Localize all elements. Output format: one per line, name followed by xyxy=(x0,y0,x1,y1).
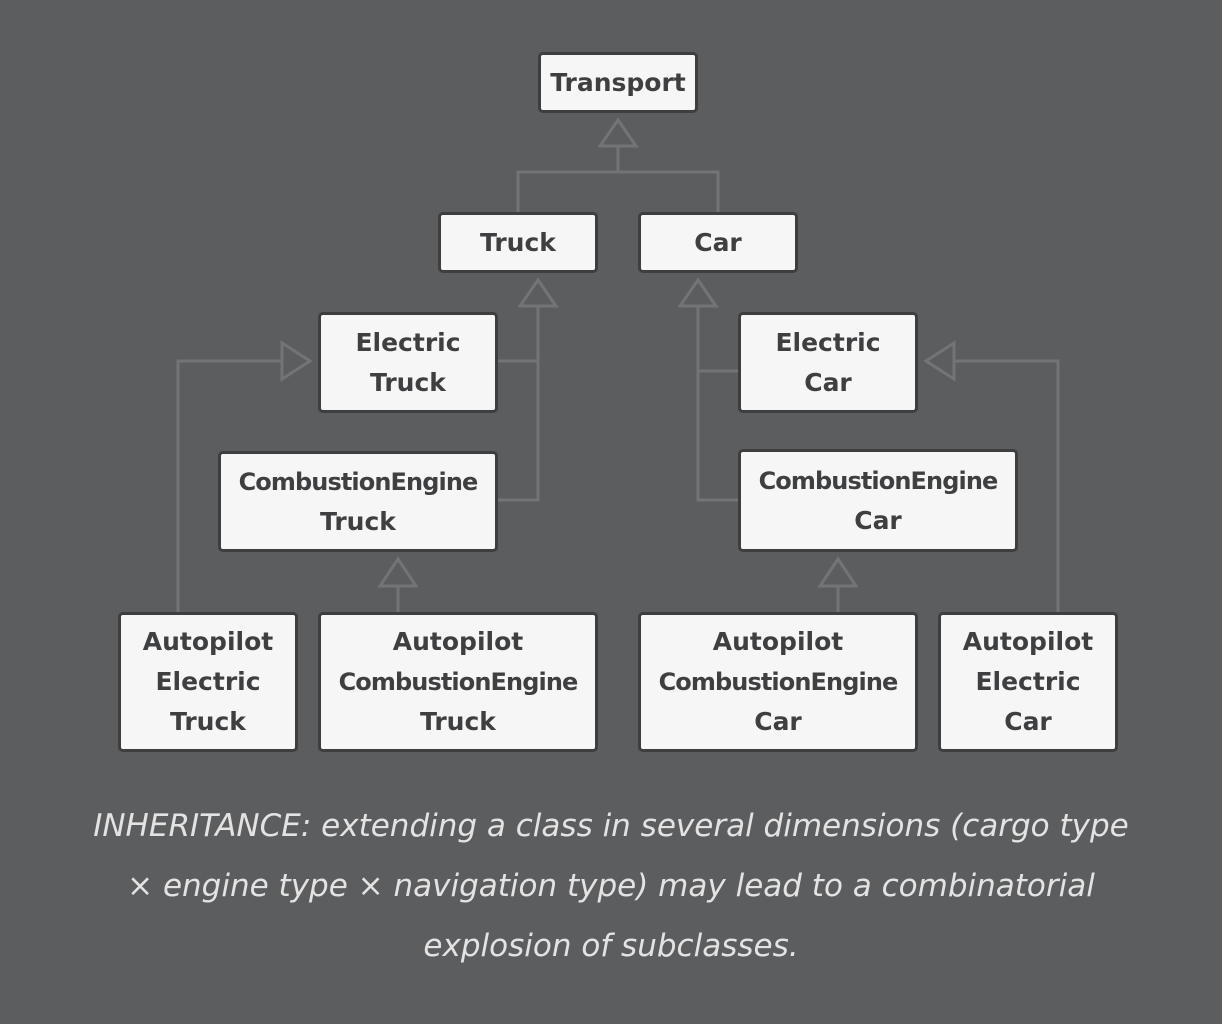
arrowhead-electric-car xyxy=(923,340,956,382)
edge-truck-to-transport xyxy=(516,146,620,212)
arrowhead-combustion-car xyxy=(817,556,859,588)
edge-combustion-truck-to-truck xyxy=(498,361,540,502)
node-electric-car: Electric Car xyxy=(738,312,918,413)
arrowhead-combustion-truck xyxy=(377,556,419,588)
diagram-caption: INHERITANCE: extending a class in severa… xyxy=(50,796,1172,976)
arrowhead-transport xyxy=(597,117,639,148)
node-car: Car xyxy=(638,212,798,273)
node-autopilot-electric-truck: Autopilot Electric Truck xyxy=(118,612,298,752)
arrowhead-car xyxy=(677,277,719,308)
node-autopilot-electric-car: Autopilot Electric Car xyxy=(938,612,1118,752)
node-electric-truck: Electric Truck xyxy=(318,312,498,413)
node-autopilot-combustion-truck: Autopilot CombustionEngine Truck xyxy=(318,612,598,752)
node-transport: Transport xyxy=(538,52,698,113)
arrowhead-electric-truck xyxy=(280,340,313,382)
caption-line-2: × engine type × navigation type) may lea… xyxy=(127,868,1095,904)
edge-autopilot-electric-car xyxy=(954,359,1060,612)
edge-electric-car-to-car xyxy=(696,306,738,373)
edge-autopilot-electric-truck xyxy=(176,359,282,612)
edge-electric-truck-to-truck xyxy=(498,306,540,363)
node-combustion-truck: CombustionEngine Truck xyxy=(218,451,498,552)
edge-car-to-transport xyxy=(618,170,720,212)
caption-line-3: explosion of subclasses. xyxy=(423,928,799,964)
node-truck: Truck xyxy=(438,212,598,273)
arrowhead-truck xyxy=(517,277,559,308)
caption-line-1: INHERITANCE: extending a class in severa… xyxy=(93,808,1129,844)
node-autopilot-combustion-car: Autopilot CombustionEngine Car xyxy=(638,612,918,752)
edge-combustion-car-to-car xyxy=(696,371,738,502)
node-combustion-car: CombustionEngine Car xyxy=(738,449,1018,552)
